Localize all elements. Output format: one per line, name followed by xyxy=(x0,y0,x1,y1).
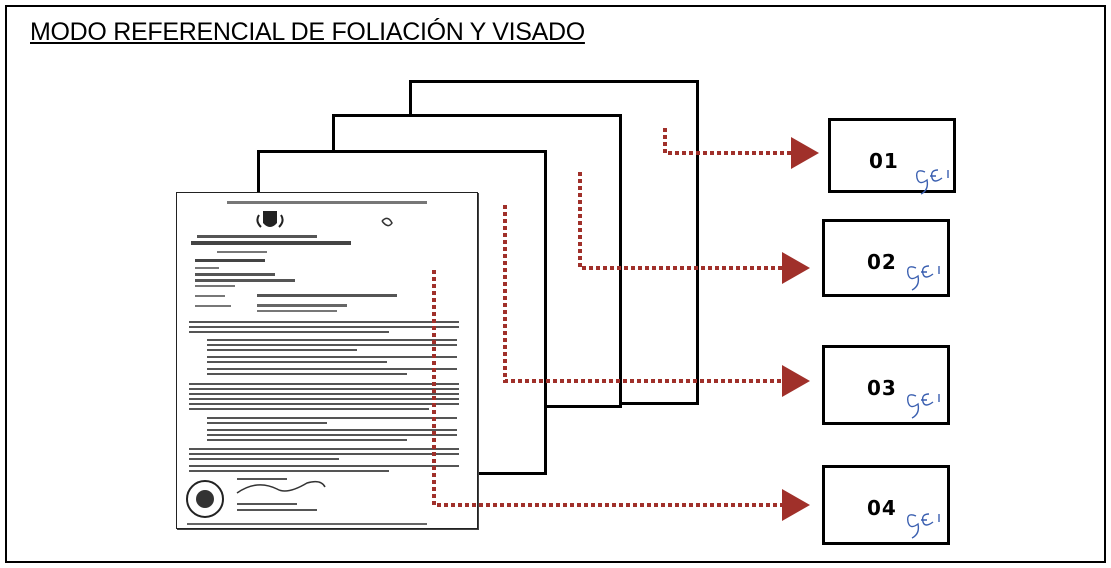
diagram-title: MODO REFERENCIAL DE FOLIACIÓN Y VISADO xyxy=(30,18,585,46)
page-number-box-04: 04 xyxy=(822,465,950,545)
page-number-label: 02 xyxy=(867,250,897,274)
page-number-label: 04 xyxy=(867,496,897,520)
page-number-label: 03 xyxy=(867,376,897,400)
document-content-image xyxy=(186,201,459,525)
page-number-label: 01 xyxy=(869,149,899,173)
page-number-box-02: 02 xyxy=(822,219,950,297)
signature-icon xyxy=(906,169,949,539)
page-number-box-03: 03 xyxy=(822,345,950,425)
arrow-to-01 xyxy=(663,128,819,169)
scanned-document xyxy=(176,192,478,529)
crest-icon xyxy=(256,211,284,228)
arrow-to-03 xyxy=(503,205,810,397)
arrow-to-04 xyxy=(432,270,810,521)
seal-icon xyxy=(186,480,224,518)
arrow-to-02 xyxy=(578,172,810,284)
